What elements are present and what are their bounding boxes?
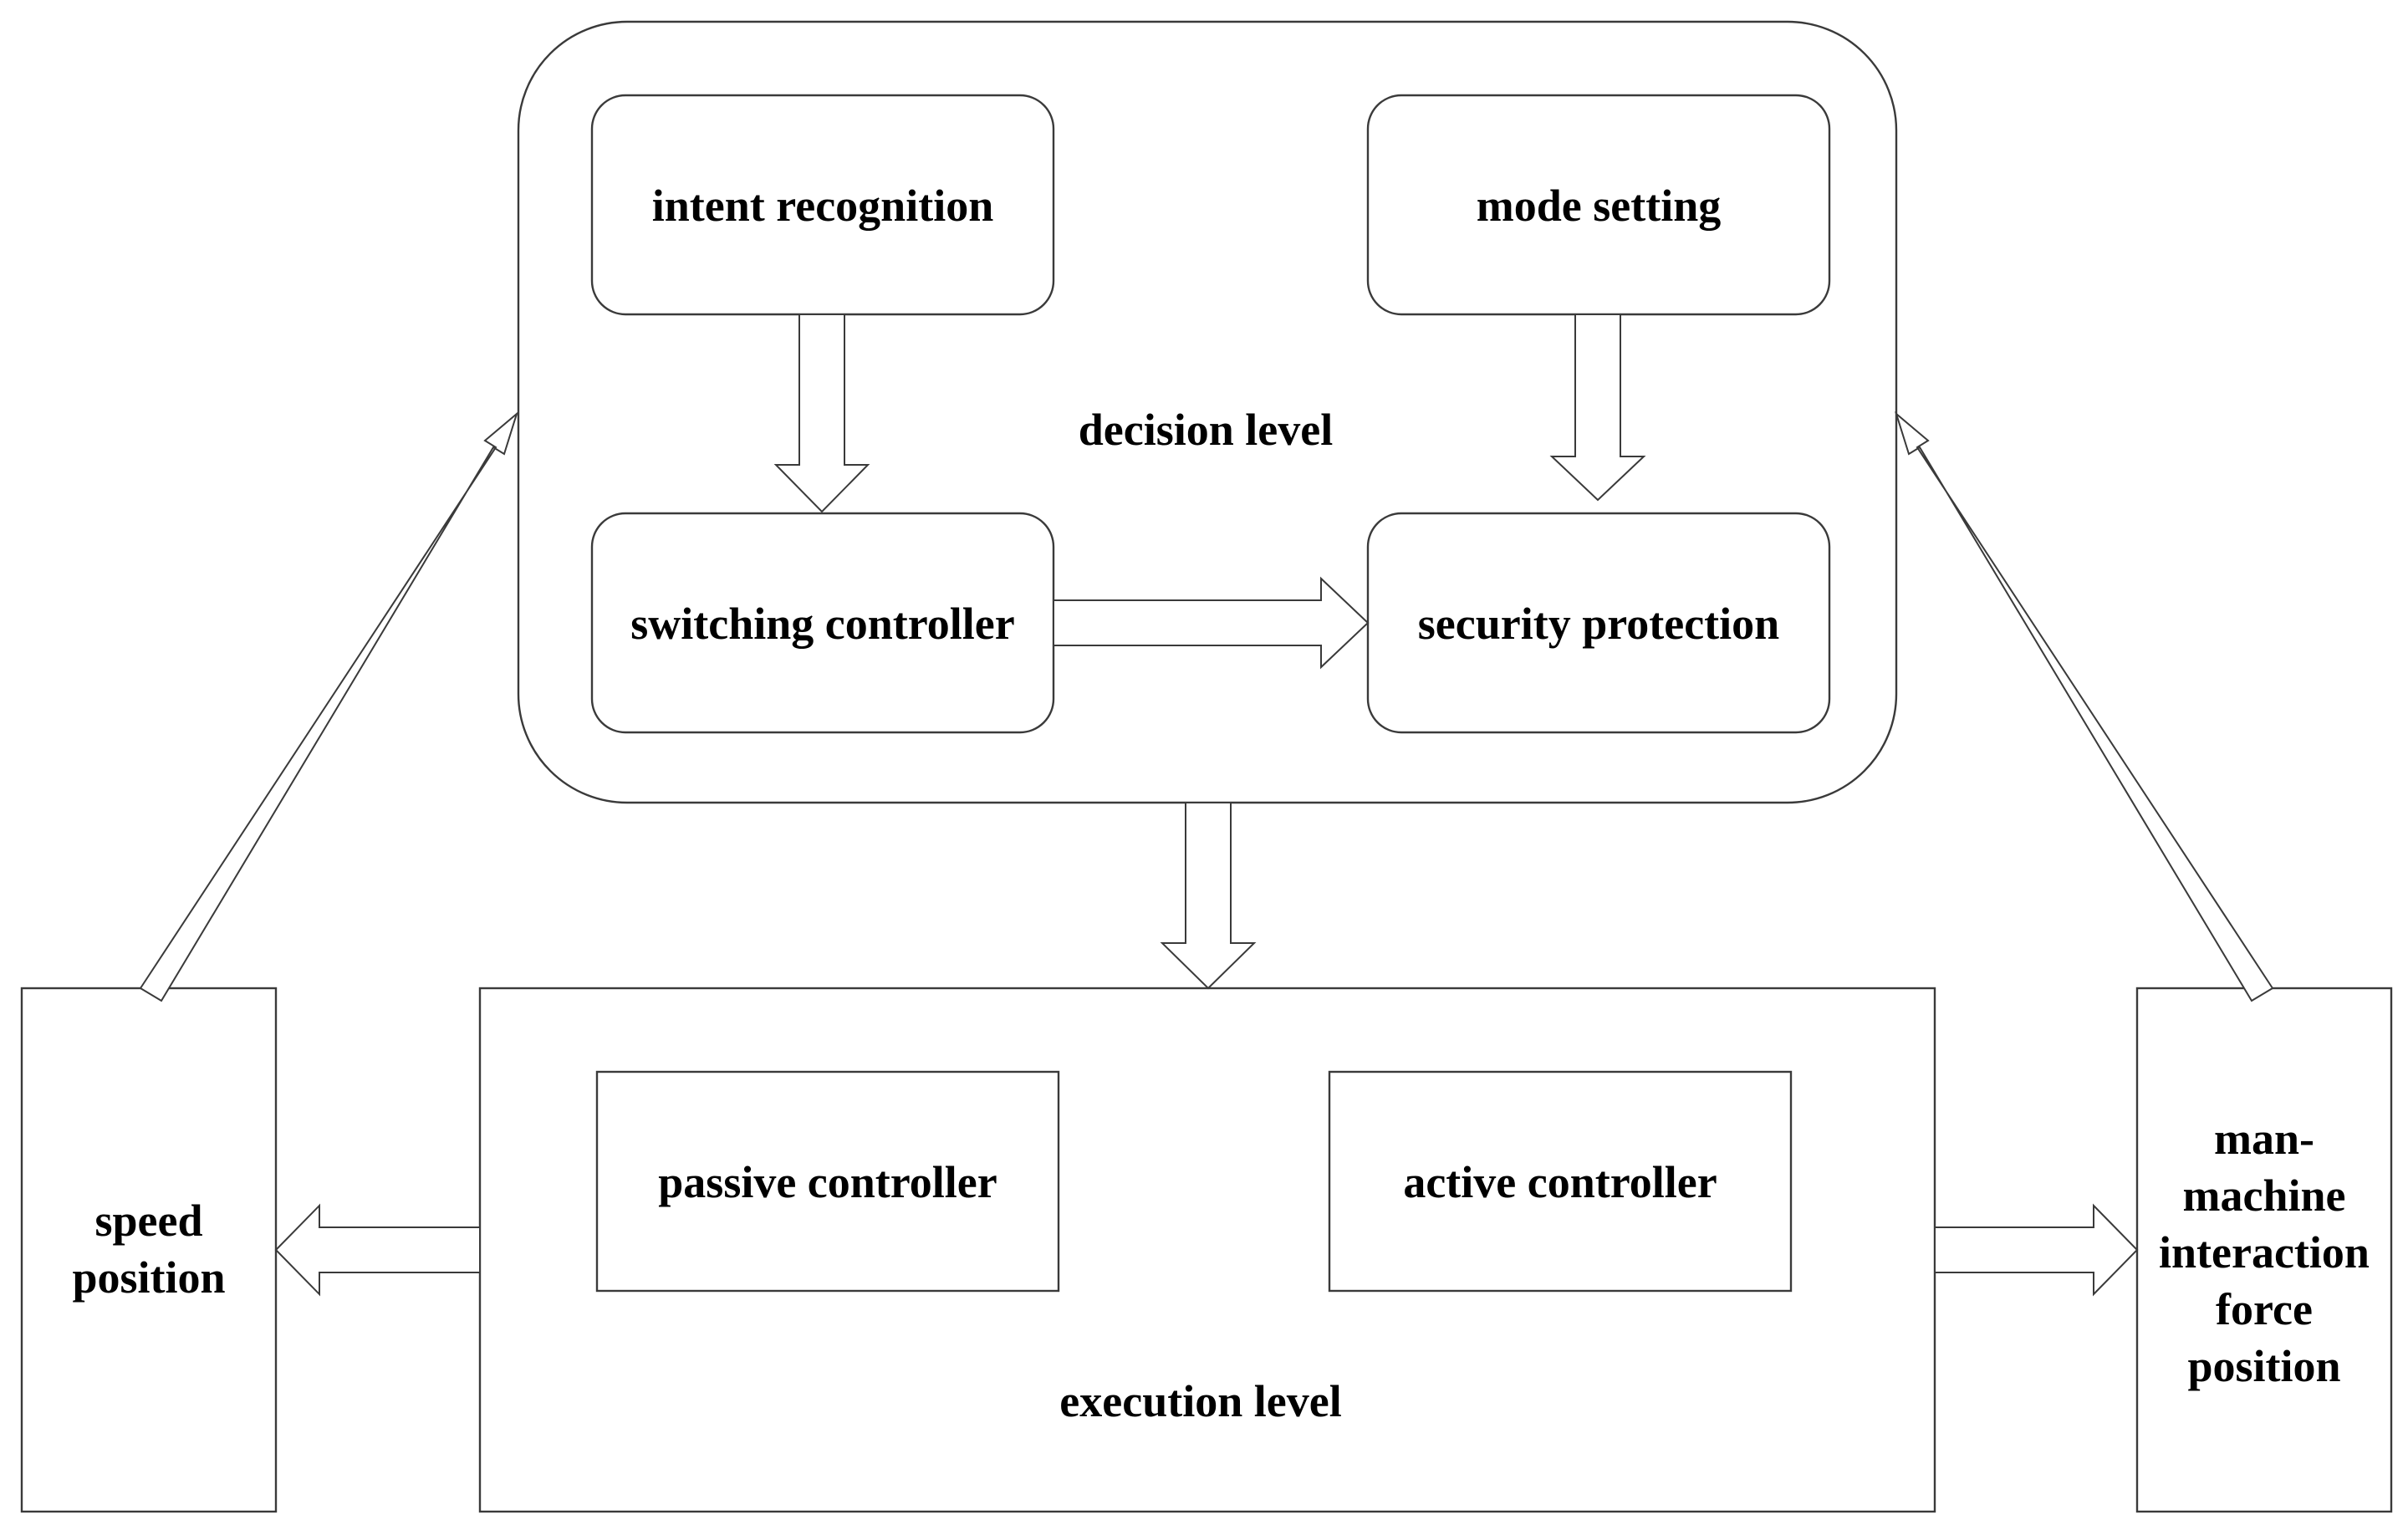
position-label-left: position (72, 1252, 225, 1303)
machine-label: machine (2183, 1170, 2346, 1221)
speed-label: speed (94, 1196, 202, 1246)
passive-controller-label: passive controller (658, 1157, 997, 1207)
intent-recognition-label: intent recognition (652, 181, 993, 231)
man-label: man- (2214, 1114, 2314, 1164)
arrow-interaction-to-decision (1895, 411, 2274, 1002)
arrow-execution-to-speed (274, 1203, 481, 1297)
active-controller-box (1328, 1070, 1793, 1293)
decision-level-label: decision level (1079, 405, 1333, 455)
arrow-decision-to-execution (1160, 802, 1257, 990)
arrow-mode-to-security (1549, 314, 1646, 502)
force-label: force (2216, 1284, 2313, 1334)
passive-controller-box (595, 1070, 1060, 1293)
arrow-speed-to-decision (139, 411, 518, 1002)
interaction-label: interaction (2159, 1227, 2370, 1277)
arrow-execution-to-interaction (1934, 1203, 2139, 1297)
execution-level-label: execution level (1059, 1376, 1341, 1426)
mode-setting-label: mode setting (1477, 181, 1721, 231)
arrow-intent-to-switching (773, 314, 870, 513)
speed-position-box (20, 987, 278, 1513)
switching-controller-label: switching controller (630, 599, 1014, 649)
position-label-right: position (2187, 1341, 2340, 1391)
interaction-force-position-box (2135, 987, 2393, 1513)
arrow-switching-to-security (1053, 576, 1370, 670)
security-protection-label: security protection (1418, 599, 1779, 649)
active-controller-label: active controller (1403, 1157, 1717, 1207)
